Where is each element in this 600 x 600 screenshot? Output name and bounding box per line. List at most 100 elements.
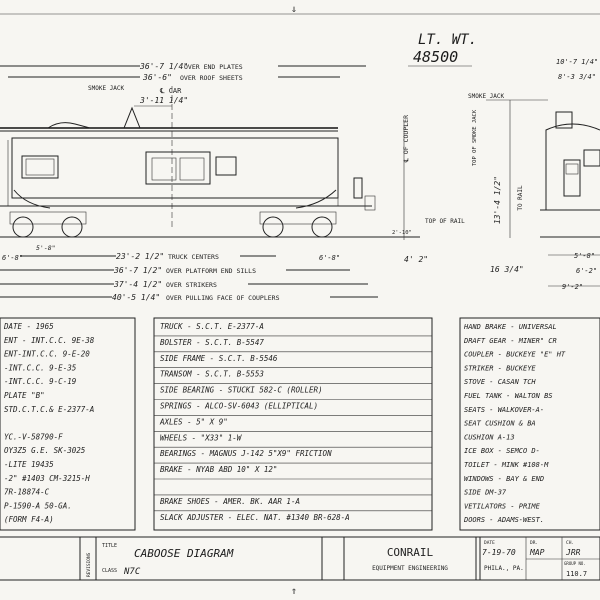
- ch-label: CH.: [566, 540, 574, 546]
- right-skirt: [295, 189, 337, 209]
- spec-line: BRAKE SHOES - AMER. BK. AAR 1-A: [160, 497, 300, 506]
- end-dim-16: 16 3/4": [490, 265, 524, 274]
- end-dim-5-8: 5'-8": [574, 252, 595, 260]
- dim-6-8-right: 6'-8": [319, 254, 340, 262]
- end-smoke-jack-label: SMOKE JACK: [468, 93, 505, 100]
- spec-line: FUEL TANK - WALTON BS: [464, 392, 553, 400]
- bay-window: [145, 151, 211, 185]
- end-to-rail: TO RAIL: [517, 185, 524, 211]
- spec-line: TRANSOM - S.C.T. B-5553: [160, 370, 264, 379]
- side-window-left-frame: [25, 158, 55, 176]
- spec-line: YC.-V-58790-F: [4, 432, 63, 441]
- spec-line: PLATE "B": [4, 391, 45, 400]
- coupler-centerline-label: ℄ OF COUPLER: [402, 115, 410, 163]
- spec-line: BEARINGS - MAGNUS J-142 5"X9" FRICTION: [160, 449, 332, 458]
- dim-truck-centers-text: TRUCK CENTERS: [168, 253, 219, 261]
- spec-line: SIDE BEARING - STUCKI 582-C (ROLLER): [160, 386, 323, 395]
- wheel-1: [12, 216, 34, 238]
- truck-frame-right: [259, 211, 337, 225]
- title-label: TITLE: [102, 543, 117, 549]
- spec-line: -INT.C.C. 9-E-35: [4, 363, 77, 372]
- spec-line: OY3Z5 G.E. SK-3025: [4, 446, 86, 455]
- dim-truck-centers-value: 23'-2 1/2": [116, 252, 164, 261]
- spec-line: -2" #1403 CM-3215-H: [4, 474, 90, 483]
- spec-line: 7R-18874-C: [4, 488, 50, 497]
- title-box: [95, 536, 323, 581]
- roof-walk: [47, 122, 91, 129]
- spec-line: SPRINGS - ALCO-SV-6043 (ELLIPTICAL): [160, 402, 318, 411]
- group-value: 110.7: [566, 570, 587, 578]
- dim-end-plates-value: 36'-7 1/4": [139, 62, 188, 71]
- end-dim-6-2: 6'-2": [576, 267, 597, 275]
- date-label: DATE: [484, 540, 495, 546]
- spec-line: P-1590-A 50-GA.: [4, 501, 72, 510]
- ch-value: JRR: [565, 548, 581, 557]
- wheel-3: [262, 216, 284, 238]
- dim-roof-text: OVER ROOF SHEETS: [180, 74, 243, 82]
- dim-2-10: 2'-10": [392, 230, 412, 236]
- end-door: [563, 159, 581, 197]
- group-label: GROUP NO.: [564, 561, 586, 566]
- spec-line: (FORM F4-A): [4, 515, 54, 524]
- spec-line: DOORS - ADAMS-WEST.: [463, 516, 544, 524]
- wheel-2: [61, 216, 83, 238]
- end-cupola: [555, 111, 573, 129]
- end-door-window: [565, 163, 579, 175]
- title-block: REVISIONS TITLE CABOOSE DIAGRAM CLASS N7…: [0, 536, 600, 581]
- info-box: [479, 536, 600, 581]
- top-of-rail-label: TOP OF RAIL: [425, 218, 465, 225]
- spec-line: SEAT CUSHION & BA: [464, 420, 536, 428]
- dim-6-8-left: 6'-8": [2, 254, 23, 262]
- spec-line: CUSHION A-13: [464, 433, 515, 441]
- department-name: EQUIPMENT ENGINEERING: [372, 565, 448, 572]
- spec-line: WINDOWS - BAY & END: [464, 475, 544, 483]
- spec-line: -INT.C.C. 9-C-19: [4, 377, 77, 386]
- smoke-jack-label: SMOKE JACK: [88, 85, 125, 92]
- revisions-label: REVISIONS: [86, 552, 92, 577]
- top-center-mark: ⇓: [291, 4, 297, 15]
- spec-line: ENT - INT.C.C. 9E-38: [4, 336, 95, 345]
- spec-line: TRUCK - S.C.T. E-2377-A: [160, 322, 264, 331]
- end-body-outline: [545, 123, 600, 210]
- bottom-center-mark: ⇑: [291, 586, 297, 597]
- spec-line: STD.C.T.C.& E-2377-A: [4, 405, 94, 414]
- dim-roof-value: 36'-6": [142, 73, 172, 82]
- side-window-left: [21, 155, 59, 179]
- caboose-end-view: SMOKE JACK TOP OF SMOKE JACK TO RAIL 13'…: [468, 58, 600, 291]
- end-dim-8-3: 8'-3 3/4": [558, 73, 596, 81]
- center-line-car-label: ℄ CAR: [159, 87, 182, 95]
- dim-strikers-text: OVER STRIKERS: [166, 281, 217, 289]
- end-dim-9-2: 9'-2": [562, 283, 583, 291]
- spec-line: STOVE - CASAN TCH: [464, 378, 536, 386]
- dim-end-sills-value: 36'-7 1/2": [113, 266, 162, 275]
- dr-value: MAP: [529, 548, 545, 557]
- dim-5-8: 5'-8": [36, 244, 56, 252]
- spec-line: AXLES - 5" X 9": [159, 417, 228, 426]
- dim-3-11: 3'-11 1/4": [139, 96, 188, 105]
- caboose-side-view: [0, 106, 420, 238]
- spec-line: WHEELS - "X33" 1-W: [160, 433, 243, 442]
- dim-couplers-text: OVER PULLING FACE OF COUPLERS: [166, 294, 280, 302]
- end-ladder: [353, 177, 363, 199]
- side-window-right: [215, 156, 237, 176]
- spec-line: SLACK ADJUSTER - ELEC. NAT. #1340 BR-628…: [160, 513, 350, 522]
- spec-line: SIDE DM-37: [464, 489, 507, 497]
- dim-couplers-value: 40'-5 1/4": [112, 293, 160, 302]
- spec-table-left: [0, 317, 136, 531]
- spec-line: TOILET - MINK #108-M: [464, 461, 549, 469]
- class-value: N7C: [123, 567, 141, 577]
- wheel-4: [311, 216, 333, 238]
- left-skirt: [13, 189, 51, 209]
- end-dim-13-4: 13'-4 1/2": [493, 176, 502, 224]
- spec-line: STRIKER - BUCKEYE: [464, 364, 536, 372]
- spec-table-middle: [153, 317, 433, 531]
- company-name: CONRAIL: [387, 546, 434, 559]
- bay-window-pane-right: [179, 157, 205, 181]
- spec-line: ENT-INT.C.C. 9-E-20: [4, 350, 90, 359]
- company-box: [343, 536, 477, 581]
- dim-end-sills-text: OVER PLATFORM END SILLS: [166, 267, 256, 275]
- class-label: CLASS: [102, 568, 117, 574]
